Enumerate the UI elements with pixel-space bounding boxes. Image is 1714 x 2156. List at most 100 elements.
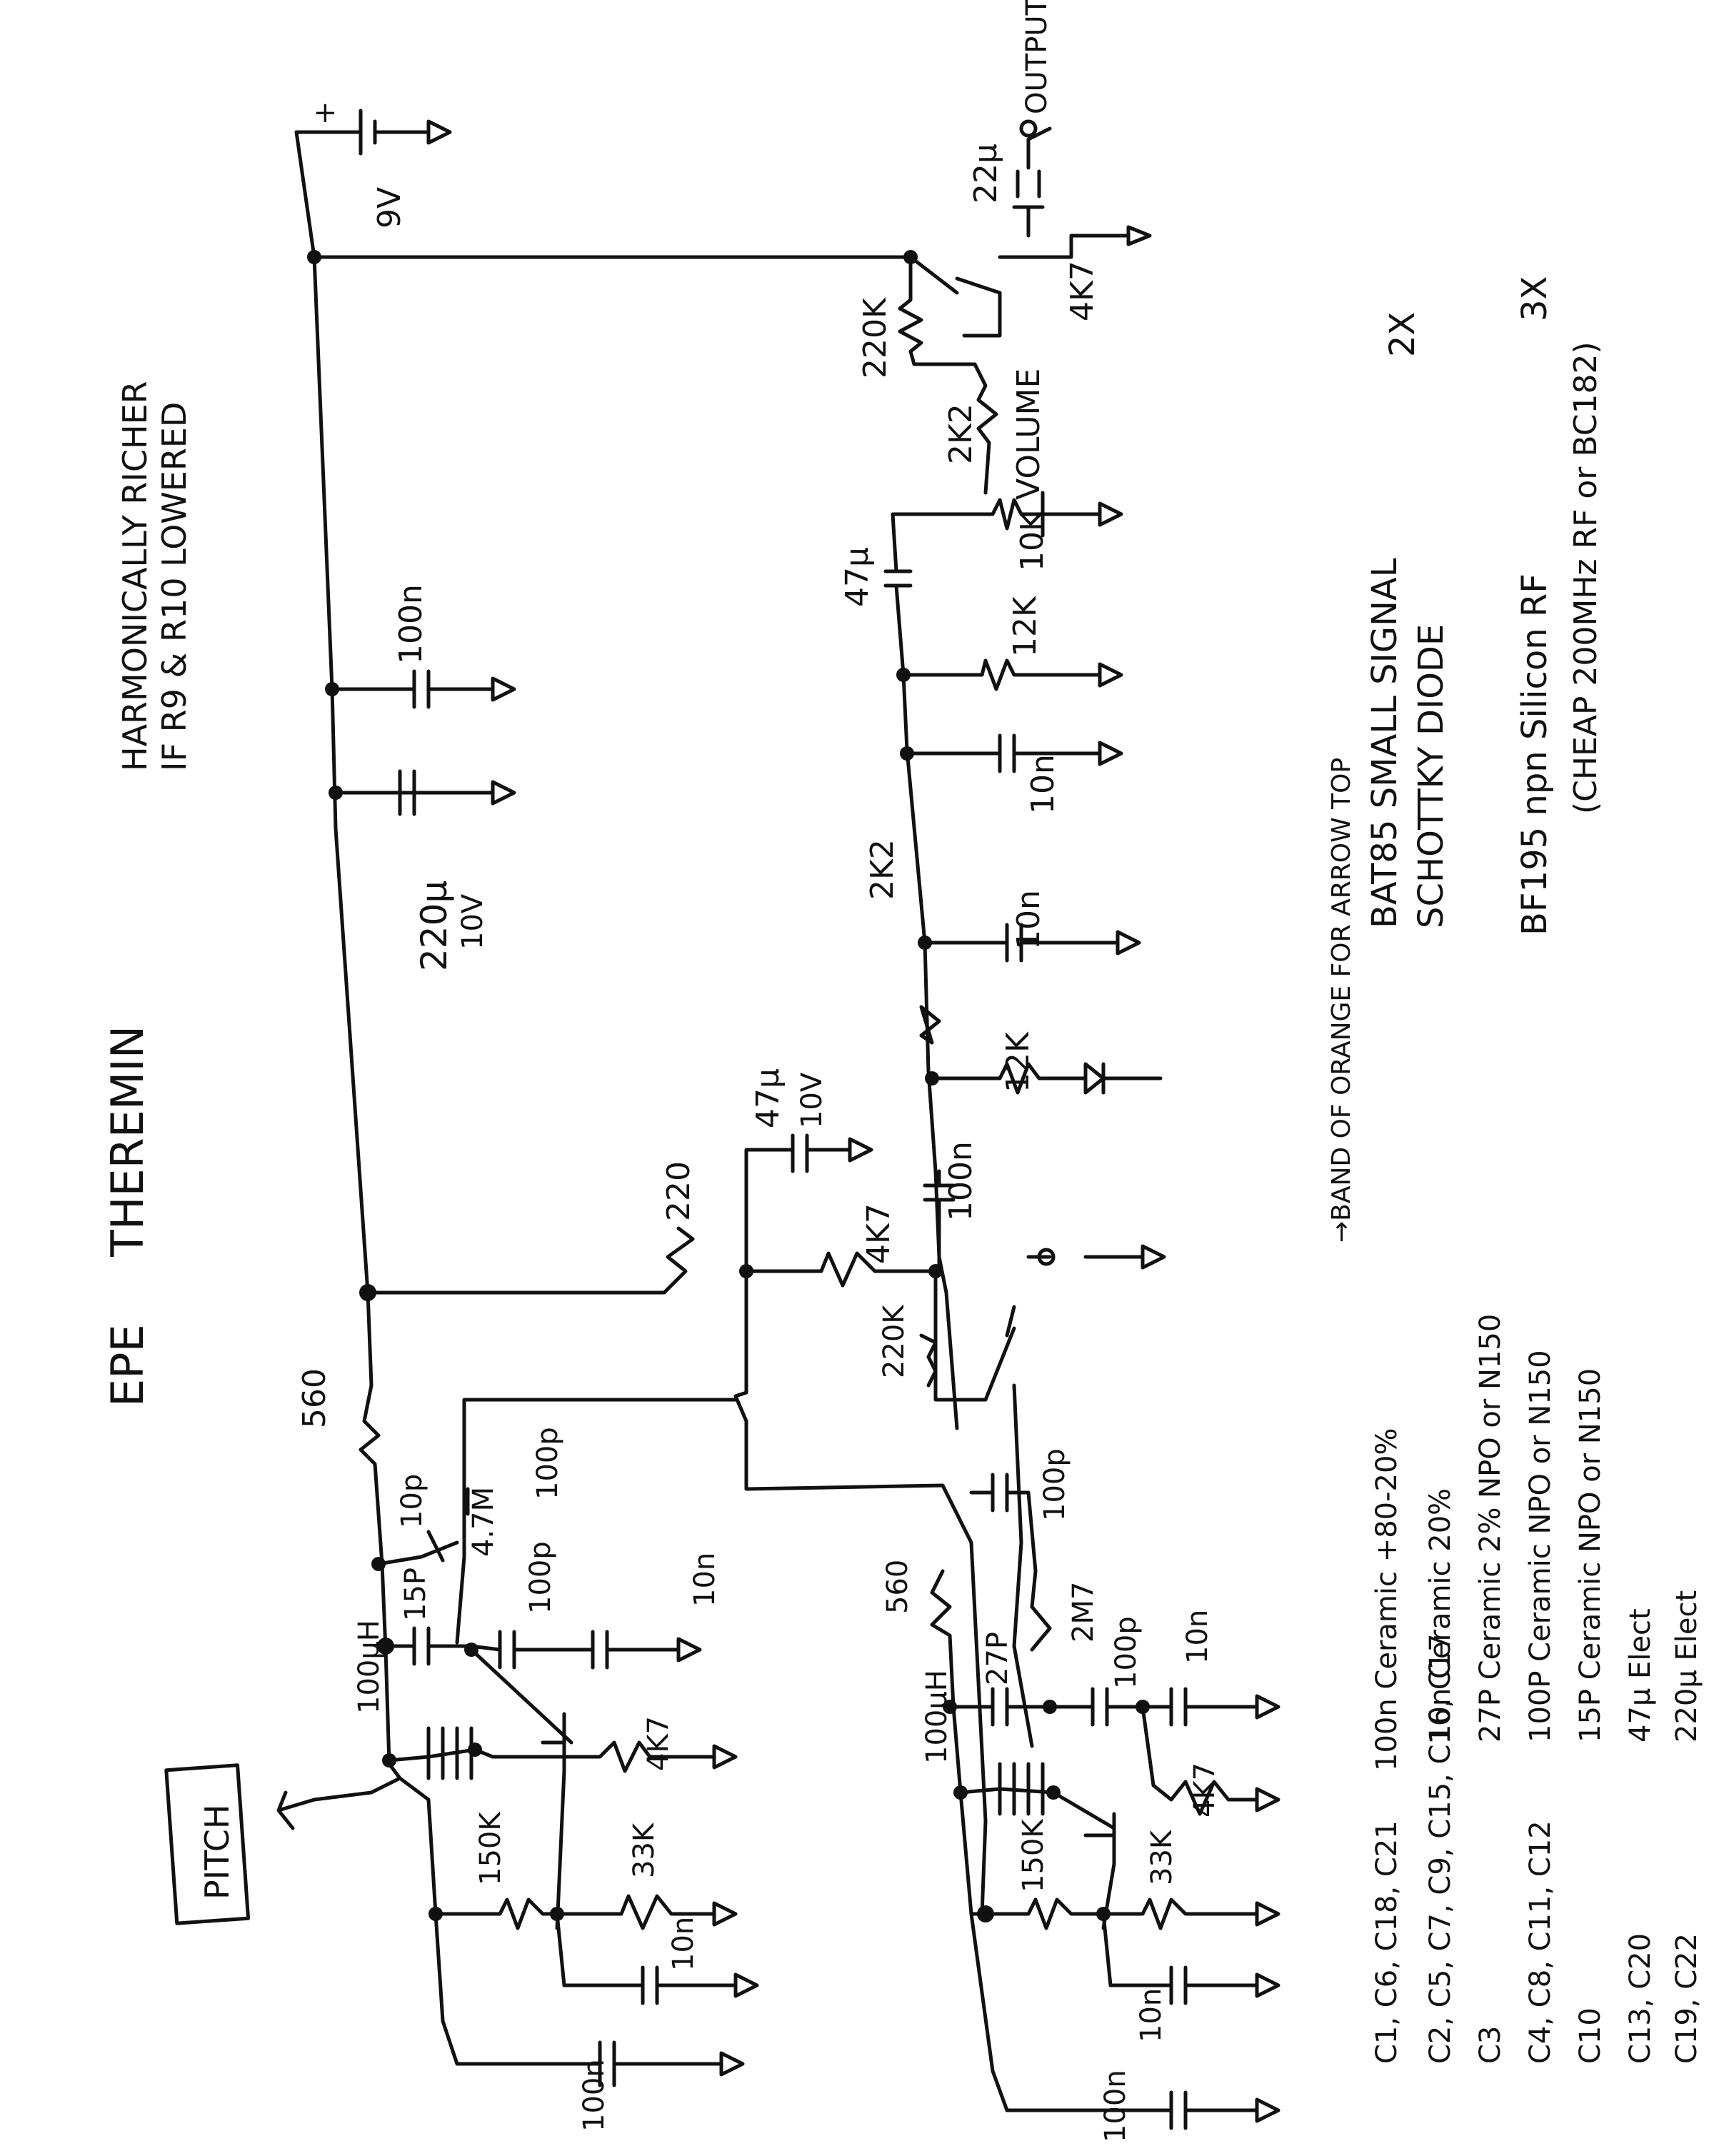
osc2-100n: [1005, 2090, 1281, 2130]
label-10n-d: 10n: [667, 1917, 700, 1971]
battery-symbol: [359, 109, 377, 156]
mixer-terminal: [1037, 1248, 1056, 1266]
label-47u-mix-v: 10V: [796, 1072, 828, 1128]
label-10n-c: 10n: [688, 1553, 721, 1607]
junction-dot: [928, 1264, 943, 1278]
osc2-caps-row: [948, 1687, 1281, 1727]
junction-dot: [329, 786, 343, 800]
label-4k7-mix: 4K7: [861, 1203, 897, 1264]
junction-dot: [325, 682, 339, 696]
osc1-spine: [359, 1383, 445, 2023]
junction-dot: [1046, 1785, 1061, 1800]
pitch-label: PITCH: [198, 1805, 236, 1900]
parts-row-desc: 220μ Elect: [1670, 1590, 1703, 1743]
junction-dot: [377, 1638, 394, 1655]
label-47u-mix: 47μ: [750, 1068, 786, 1128]
label-100n-supply: 100n: [393, 584, 429, 664]
label-47u-vol: 47μ: [839, 547, 876, 607]
junction-dot: [953, 1785, 968, 1800]
parts-row-desc: 47μ Elect: [1624, 1608, 1657, 1743]
osc1-transistor: [469, 1648, 573, 1930]
label-10n-a: 10n: [1025, 754, 1061, 814]
output-label: OUTPUT: [1021, 0, 1053, 114]
resistor-220k-top: [898, 255, 977, 366]
junction-dot: [307, 250, 321, 264]
decoupling-100n: [330, 669, 516, 709]
pitch-antenna: [276, 1776, 402, 1830]
parts-row-desc: 15P Ceramic NPO or N150: [1574, 1368, 1607, 1743]
label-10p-trim: 10p: [396, 1474, 428, 1528]
label-220u-v: 10V: [456, 893, 489, 950]
label-10n-e: 10n: [1181, 1610, 1214, 1664]
annotations: EPE THEREMIN HARMONICALLY RICHER IF R9 &…: [101, 0, 1703, 2142]
label-2k2-pot: 2K2: [943, 403, 979, 464]
label-out-cap: 22μ: [968, 144, 1004, 204]
parts-row-desc: 10n Ceramic 20%: [1424, 1488, 1457, 1743]
parts-row-refs: C1, C6, C18, C21: [1370, 1820, 1403, 2064]
junction-dot: [943, 1700, 957, 1714]
parts-row-desc: 27P Ceramic 2% NPO or N150: [1474, 1314, 1507, 1743]
label-out-res: 4K7: [1064, 261, 1101, 321]
parts-transistor-qty: 3X: [1515, 276, 1555, 321]
parts-row-refs: C10: [1574, 2007, 1607, 2064]
parts-row-refs: C3: [1474, 2026, 1507, 2064]
output-stage: [998, 126, 1152, 259]
volume-branch: [891, 491, 1123, 538]
label-220-mix: 220: [661, 1161, 697, 1221]
mixer-4k7: [744, 1251, 938, 1288]
junction-dot: [1043, 1700, 1057, 1714]
label-100p-top: 100p: [531, 1427, 564, 1500]
osc1-4k7-branch: [473, 1740, 738, 1773]
label-100uh-a: 100μH: [353, 1620, 386, 1714]
label-4k7-a: 4K7: [642, 1716, 675, 1771]
label-100p-b: 100p: [1038, 1448, 1071, 1521]
osc1-100n: [441, 2019, 745, 2087]
label-150k-a: 150K: [474, 1811, 507, 1885]
osc2-150k: [969, 1897, 1106, 1930]
junction-dot: [903, 250, 918, 264]
junction-dot: [382, 1753, 396, 1768]
junction-dot: [359, 1284, 376, 1301]
label-led-note: →BAND OF ORANGE FOR ARROW TOP: [1327, 758, 1356, 1243]
cap-100n-coupling: [923, 1169, 956, 1273]
parts-diode-line2: SCHOTTKY DIODE: [1411, 624, 1451, 928]
label-10n-f: 10n: [1135, 1988, 1168, 2042]
label-2k2: 2K2: [864, 839, 901, 900]
junction-dot: [550, 1907, 564, 1921]
output-jack: [1019, 119, 1038, 138]
decoupling-220u: [334, 769, 516, 816]
junction-dot: [428, 1907, 443, 1921]
junction-dot: [739, 1264, 753, 1278]
label-220k-top: 220K: [857, 297, 893, 378]
parts-row-refs: C2, C5, C7, C9, C15, C16, C17: [1424, 1633, 1457, 2064]
label-15p: 15P: [399, 1568, 432, 1621]
osc1-10n: [555, 1912, 759, 2005]
shunt-10n-b: [923, 923, 1141, 963]
osc2-33k: [1101, 1897, 1281, 1930]
shunt-12k-led: [930, 1062, 1163, 1095]
label-12k-mid: 12K: [1007, 596, 1043, 657]
label-33k-a: 33K: [628, 1822, 661, 1878]
junction-dot: [977, 1905, 994, 1922]
junction-dot: [918, 936, 932, 950]
mixer-link: [462, 1398, 988, 1916]
parts-diode-qty: 2X: [1383, 312, 1423, 357]
label-10k: 10K: [1014, 510, 1051, 571]
label-2m7: 2M7: [1067, 1582, 1100, 1643]
parts-row-refs: C4, C8, C11, C12: [1524, 1820, 1557, 2064]
label-100p-c: 100p: [1110, 1616, 1143, 1689]
output-transistor: [908, 255, 1002, 338]
label-100n-b: 100n: [1099, 2070, 1132, 2142]
parts-row-refs: C13, C20: [1624, 1933, 1657, 2064]
wiring: [276, 109, 1281, 2130]
mixer-transistor: [933, 1244, 1166, 1402]
battery-plus: +: [309, 101, 341, 125]
battery-ground-arrow: [373, 119, 452, 145]
osc1-4m7: [455, 1483, 470, 1645]
junction-dot: [468, 1743, 482, 1757]
supply-rail: [294, 130, 374, 1388]
osc1-caps-row: [384, 1626, 702, 1670]
parts-row-desc: 100P Ceramic NPO or N150: [1524, 1350, 1557, 1743]
